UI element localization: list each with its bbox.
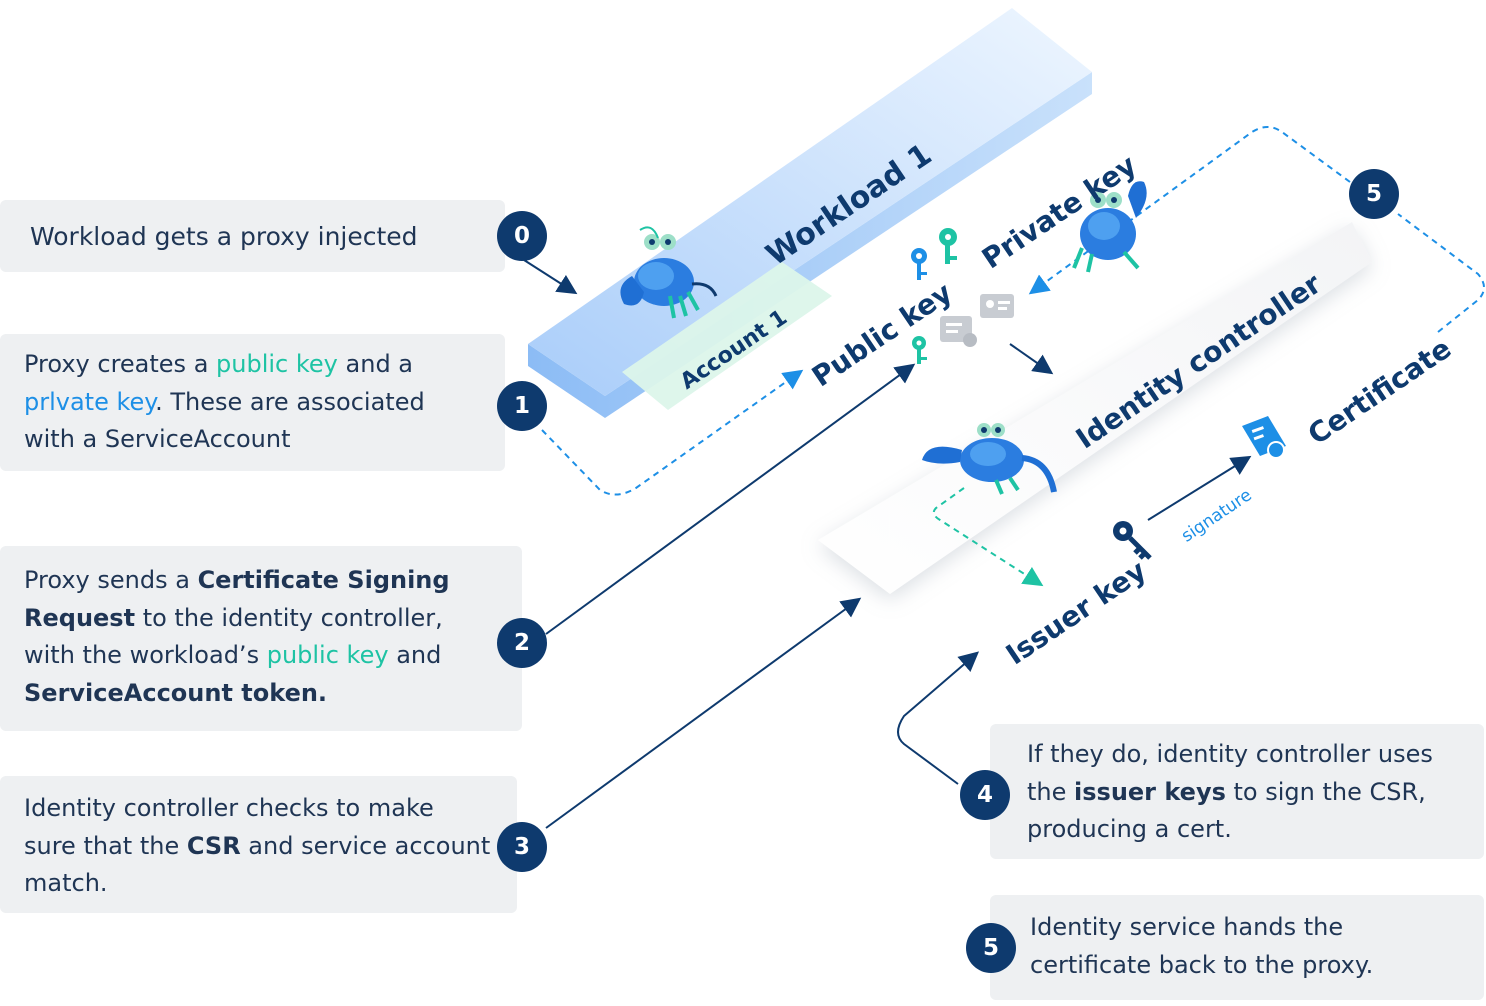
linkerd-lobster-icon bbox=[922, 423, 1057, 495]
account-platform bbox=[622, 262, 832, 410]
step-5-note: Identity service hands the certificate b… bbox=[990, 895, 1484, 1000]
connector-step-2 bbox=[545, 363, 916, 635]
step-3-note: Identity controller checks to make sure … bbox=[0, 776, 517, 913]
step-5-text: Identity service hands the certificate b… bbox=[1030, 913, 1374, 979]
connector-signature bbox=[1147, 455, 1252, 521]
step-1-badge: 1 bbox=[497, 381, 547, 431]
step-2-badge: 2 bbox=[497, 618, 547, 668]
id-card-icon bbox=[980, 294, 1014, 318]
step-4-note: If they do, identity controller uses the… bbox=[990, 724, 1484, 859]
certificate-icon bbox=[940, 316, 977, 347]
connector-step-3 bbox=[545, 597, 862, 829]
step-1-note: Proxy creates a public key and a prlvate… bbox=[0, 334, 505, 471]
csr-term: Certificate Signing Request bbox=[24, 566, 450, 632]
step-5-badge: 5 bbox=[966, 923, 1016, 973]
connector-issuer bbox=[932, 487, 1044, 587]
connector-step-1 bbox=[541, 369, 804, 496]
identity-controller-platform bbox=[818, 222, 1372, 594]
public-key-term: public key bbox=[216, 350, 338, 378]
connector-step-4 bbox=[897, 651, 980, 785]
public-key-icon bbox=[911, 248, 927, 280]
issuer-keys-term: issuer keys bbox=[1074, 777, 1226, 806]
certificate-icon bbox=[1242, 416, 1286, 459]
step-0-badge: 0 bbox=[497, 211, 547, 261]
linkerd-lobster-icon bbox=[1072, 181, 1147, 273]
service-account-token-term: ServiceAccount token. bbox=[24, 678, 328, 707]
connector-step-5 bbox=[1032, 126, 1485, 333]
step-0-text: Workload gets a proxy injected bbox=[30, 222, 418, 251]
connector-step-0 bbox=[523, 259, 578, 295]
step-2-note: Proxy sends a Certificate Signing Reques… bbox=[0, 546, 522, 731]
connector-csr bbox=[1009, 343, 1054, 375]
csr-term: CSR bbox=[186, 831, 241, 860]
step-3-badge: 3 bbox=[497, 822, 547, 872]
public-key-term: public key bbox=[266, 641, 389, 669]
linkerd-lobster-icon bbox=[620, 226, 718, 319]
step-0-note: Workload gets a proxy injected bbox=[0, 200, 505, 272]
private-key-icon bbox=[939, 228, 957, 264]
workload-platform-side bbox=[528, 72, 1092, 418]
issuer-key-icon bbox=[1113, 521, 1152, 560]
key-icon bbox=[912, 336, 927, 364]
step-4-badge: 4 bbox=[960, 770, 1010, 820]
private-key-term: prlvate key bbox=[24, 387, 156, 416]
step-5-loop-badge: 5 bbox=[1349, 169, 1399, 219]
